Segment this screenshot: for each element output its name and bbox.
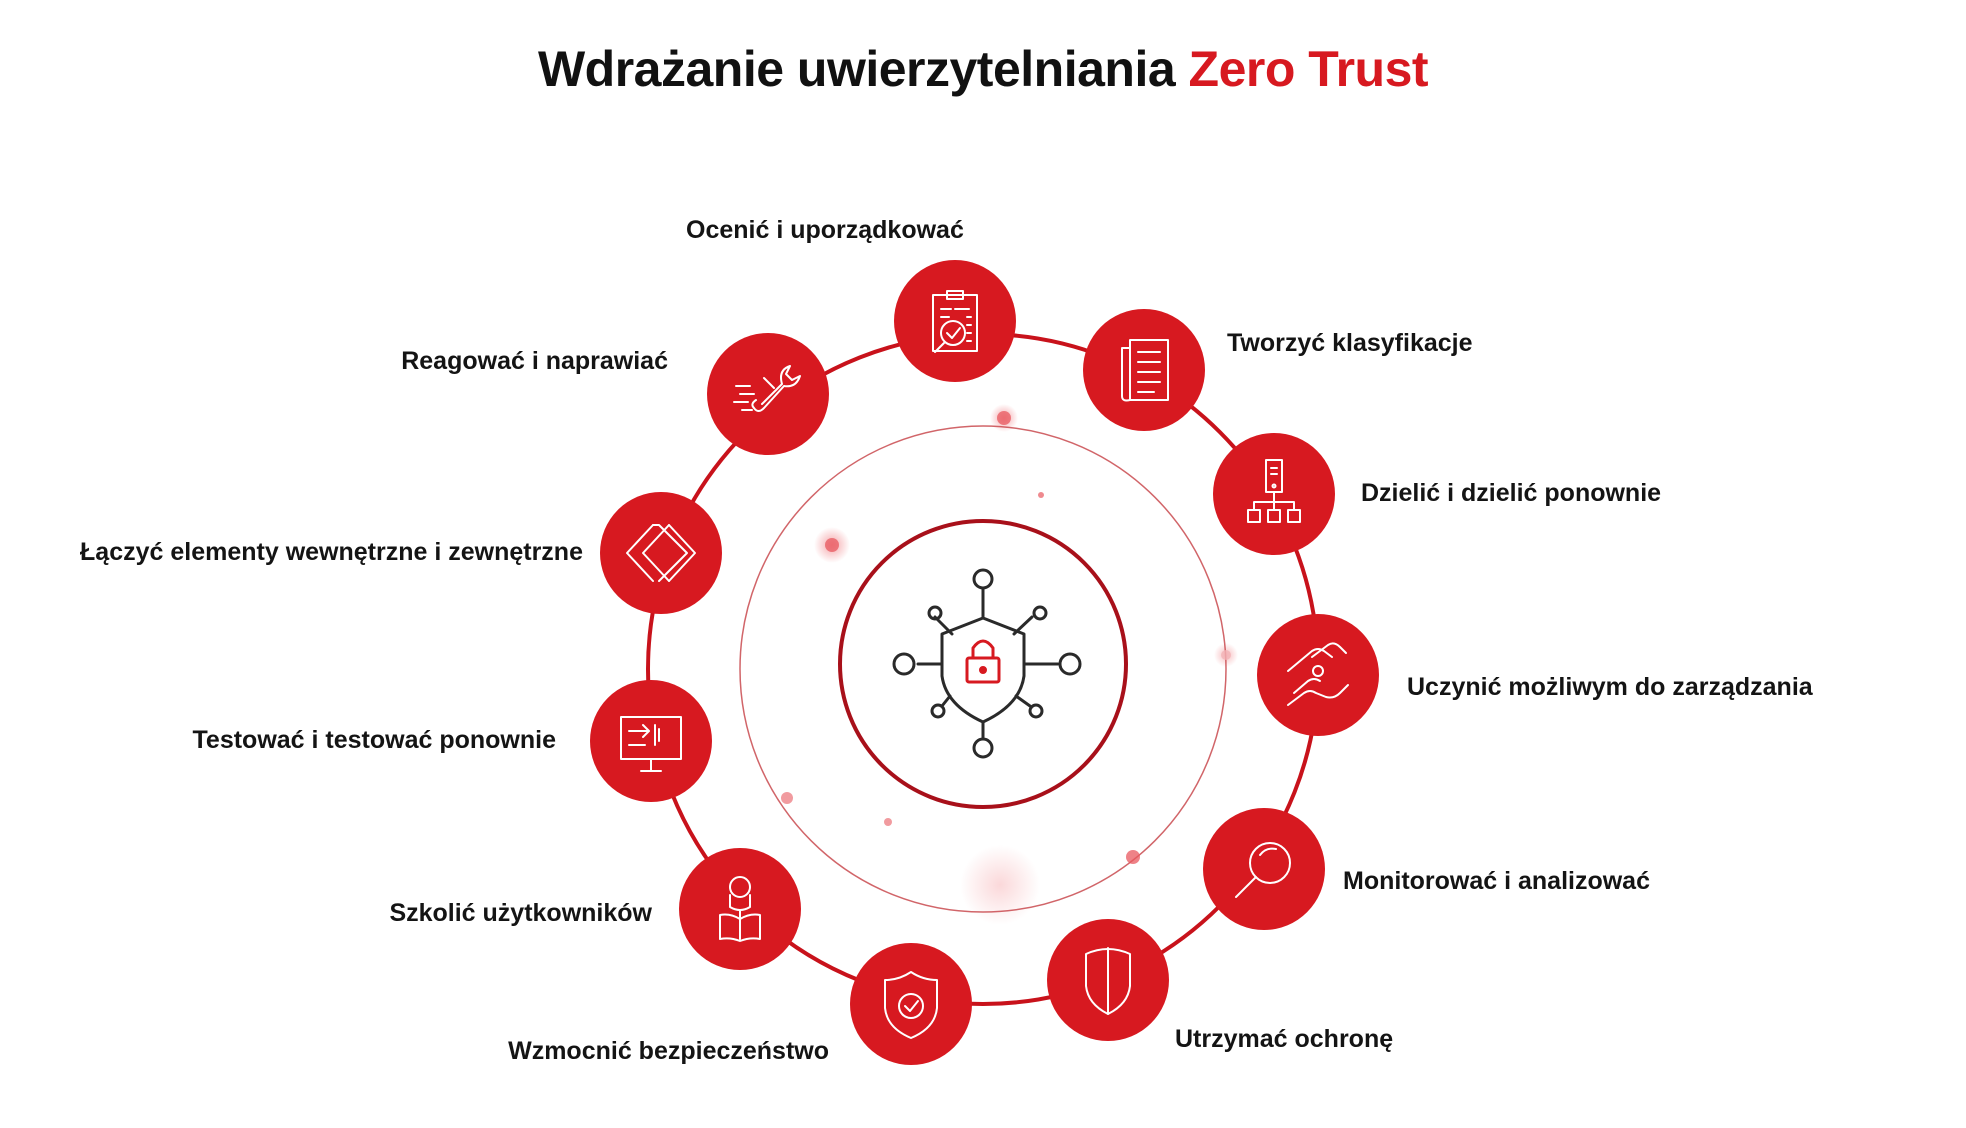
step-circle <box>707 333 829 455</box>
step-node-9 <box>590 680 712 802</box>
clipboard-check-icon <box>932 290 978 353</box>
hands-handshake-icon <box>1287 642 1349 706</box>
ring-dots <box>781 411 1231 864</box>
step-circle <box>1083 309 1205 431</box>
title-main: Wdrażanie uwierzytelniania <box>537 41 1176 97</box>
step-label-9: Testować i testować ponownie <box>192 726 557 754</box>
step-node-7 <box>850 943 972 1065</box>
step-node-3 <box>1213 433 1335 555</box>
step-circle <box>850 943 972 1065</box>
user-book-icon <box>719 876 761 942</box>
document-stack-icon <box>1121 339 1169 402</box>
step-node-4 <box>1257 614 1379 736</box>
step-label-1: Ocenić i uporządkować <box>686 216 964 244</box>
step-node-1 <box>894 260 1016 382</box>
step-node-2 <box>1083 309 1205 431</box>
step-circle <box>600 492 722 614</box>
monitor-test-icon <box>620 716 682 772</box>
step-node-6 <box>1047 919 1169 1041</box>
shield-check-icon <box>884 971 938 1039</box>
step-circle <box>1203 808 1325 930</box>
step-node-5 <box>1203 808 1325 930</box>
step-label-2: Tworzyć klasyfikacje <box>1227 329 1473 357</box>
step-label-8: Szkolić użytkowników <box>389 899 652 927</box>
step-label-10: Łączyć elementy wewnętrzne i zewnętrzne <box>80 538 583 566</box>
server-hierarchy-icon <box>1247 459 1301 523</box>
network-shield-lock-icon <box>892 568 1082 759</box>
step-circle <box>590 680 712 802</box>
step-node-8 <box>679 848 801 970</box>
title-accent: Zero Trust <box>1188 41 1429 97</box>
step-label-6: Utrzymać ochronę <box>1175 1025 1394 1053</box>
step-label-11: Reagować i naprawiać <box>401 347 668 375</box>
wrench-speed-icon <box>733 365 801 412</box>
step-node-11 <box>707 333 829 455</box>
page-title: Wdrażanie uwierzytelniania Zero Trust <box>0 40 1966 98</box>
step-label-7: Wzmocnić bezpieczeństwo <box>508 1037 829 1065</box>
inner-ring <box>838 519 1128 809</box>
step-nodes <box>590 260 1379 1065</box>
middle-ring <box>739 425 1227 913</box>
step-label-5: Monitorować i analizować <box>1343 867 1650 895</box>
linked-squares-icon <box>626 524 696 582</box>
shield-icon <box>1085 947 1131 1015</box>
step-label-3: Dzielić i dzielić ponownie <box>1361 479 1662 507</box>
step-node-10 <box>600 492 722 614</box>
step-label-4: Uczynić możliwym do zarządzania <box>1407 673 1813 701</box>
magnifier-icon <box>1235 842 1291 898</box>
